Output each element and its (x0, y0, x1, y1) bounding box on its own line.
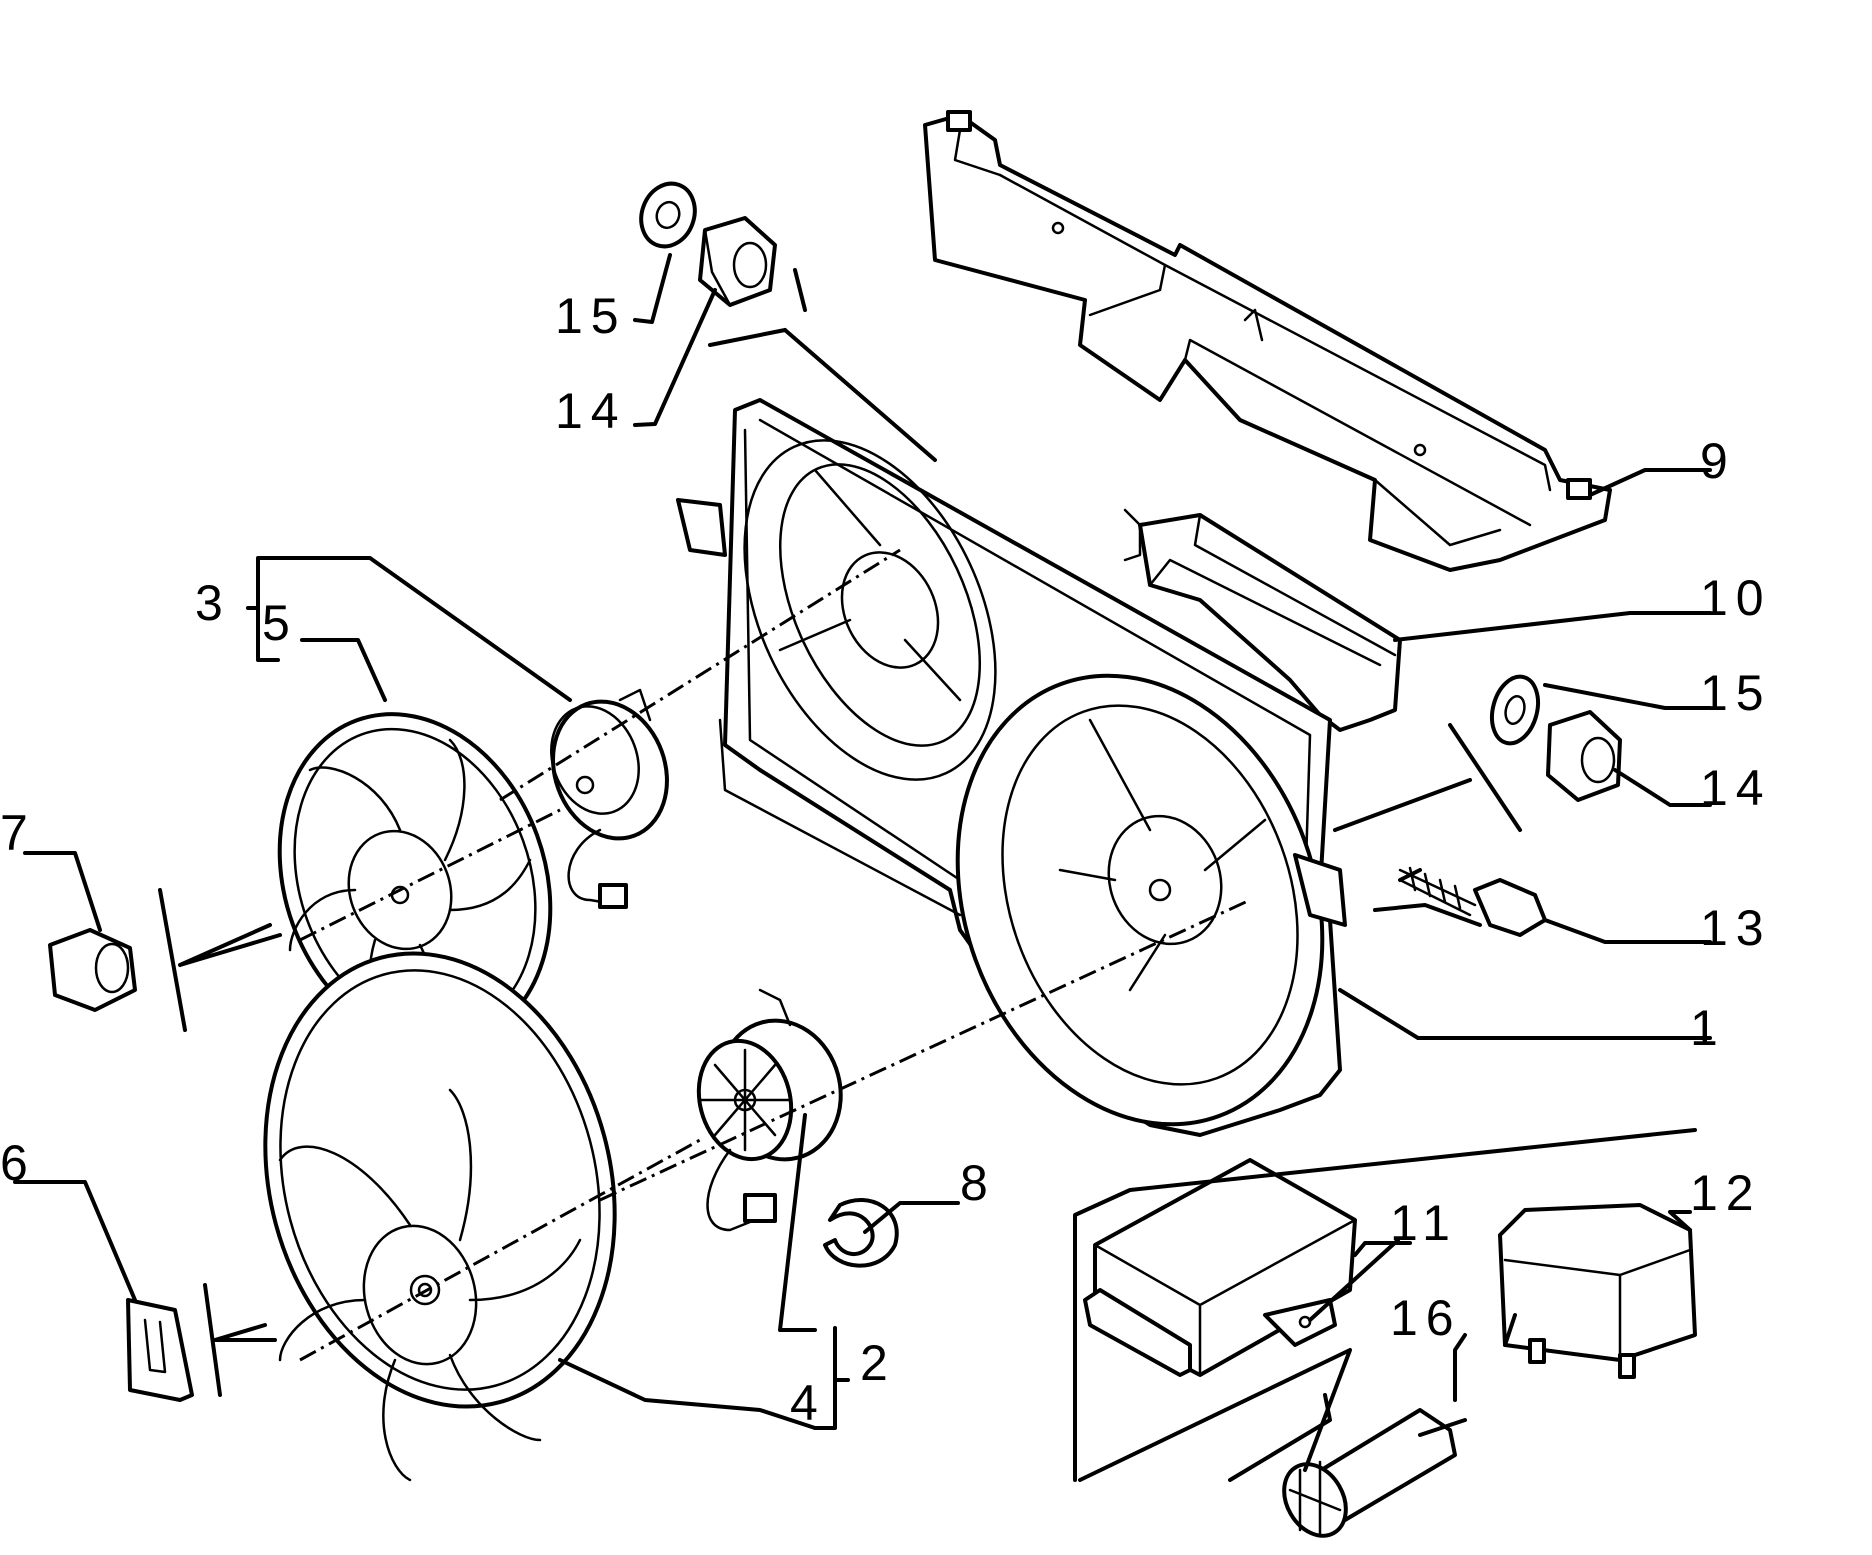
part-12-relay (1498, 1203, 1697, 1379)
callout-1: 1 (1690, 1000, 1726, 1056)
part-15-washer-top (639, 181, 697, 249)
leader-lines (13, 253, 1712, 1482)
callout-4: 4 (790, 1375, 826, 1431)
part-11-control-module (1083, 1158, 1357, 1377)
callout-12: 12 (1690, 1165, 1762, 1221)
part-3-upper-motor (550, 688, 669, 909)
callout-6: 6 (0, 1135, 36, 1191)
callout-15-right: 15 (1700, 665, 1772, 721)
callout-14-right: 14 (1700, 760, 1772, 816)
callout-2: 2 (860, 1335, 896, 1391)
callout-7: 7 (0, 805, 36, 861)
callout-11: 11 (1390, 1195, 1458, 1251)
part-6-clip (126, 1298, 194, 1402)
callout-13: 13 (1700, 900, 1772, 956)
part-14-nut-right (1546, 710, 1622, 802)
part-13-screw (1398, 866, 1547, 937)
assembly-axis-lines (299, 548, 1251, 1362)
callout-16: 16 (1390, 1290, 1462, 1346)
part-14-nut-top (698, 216, 777, 307)
callout-14-top: 14 (555, 383, 627, 439)
callout-5: 5 (262, 595, 298, 651)
part-7-nut (48, 928, 137, 1012)
callout-9: 9 (1700, 433, 1736, 489)
part-4-lower-fan (263, 951, 617, 1482)
part-8-clamp (823, 1198, 899, 1268)
part-2-lower-motor (696, 988, 843, 1232)
part-16-sensor (1282, 1408, 1457, 1538)
callout-8: 8 (960, 1155, 996, 1211)
callout-15-top: 15 (555, 288, 627, 344)
callout-3: 3 (195, 575, 231, 631)
callout-10: 10 (1700, 570, 1772, 626)
part-1-fan-shroud (676, 398, 1347, 1137)
callout-labels: 1 2 3 4 5 6 7 8 9 10 11 12 13 14 14 15 1… (0, 288, 1772, 1431)
part-10-side-duct (1123, 508, 1402, 732)
part-9-upper-bracket (923, 110, 1612, 572)
part-15-washer-right (1489, 674, 1541, 746)
